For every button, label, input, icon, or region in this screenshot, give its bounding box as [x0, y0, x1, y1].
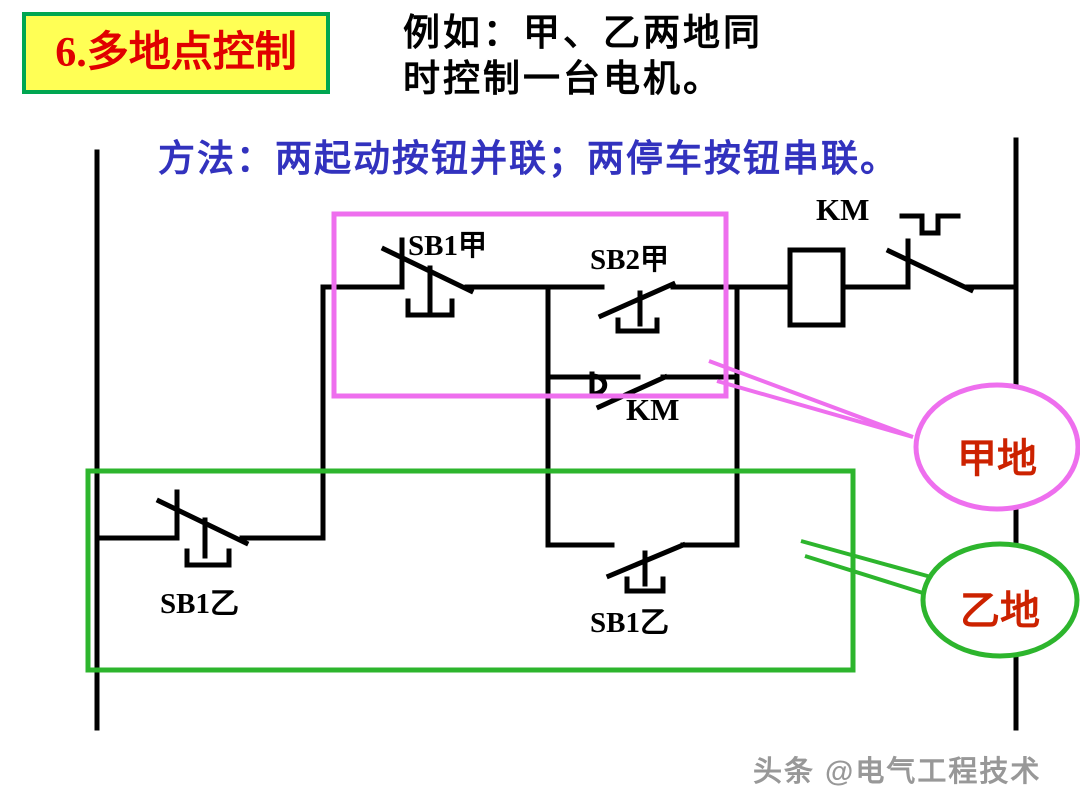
stop-button-a-symbol: [380, 237, 475, 318]
wiring: [94, 137, 1019, 731]
stop-button-b-symbol: [155, 489, 250, 568]
km-coil-label: KM: [816, 192, 870, 227]
site-b-callout-text: 乙地: [960, 589, 1040, 633]
site-a-callout-tail: [708, 359, 914, 439]
km-coil-symbol: [787, 247, 846, 328]
example-text: 例如：甲、乙两地同 时控制一台电机。: [403, 10, 763, 102]
site-b-callout-bubble: [920, 541, 1080, 659]
example-line-2: 时控制一台电机。: [403, 58, 723, 99]
start-button-b-label: SB1乙: [590, 607, 669, 639]
example-line-1: 例如：甲、乙两地同: [403, 12, 763, 53]
watermark: 头条 @电气工程技术: [753, 756, 1042, 788]
stop-button-b-label: SB1乙: [160, 588, 239, 620]
stop-button-a-label: SB1甲: [408, 230, 487, 262]
km-self-hold-contact-symbol: [589, 371, 669, 411]
start-button-a-label: SB2甲: [590, 244, 669, 276]
site-a-highlight-box: [331, 211, 729, 399]
site-a-callout-bubble: [913, 382, 1080, 512]
overload-relay-contact-symbol: [885, 213, 975, 294]
km-self-hold-label: KM: [626, 392, 680, 427]
page-title: 6.多地点控制: [22, 12, 330, 94]
start-button-b-symbol: [605, 541, 687, 594]
method-text: 方法：两起动按钮并联；两停车按钮串联。: [158, 138, 899, 179]
start-button-a-symbol: [597, 280, 677, 334]
site-b-callout-tail: [800, 539, 932, 595]
site-a-callout-text: 甲地: [957, 437, 1037, 481]
